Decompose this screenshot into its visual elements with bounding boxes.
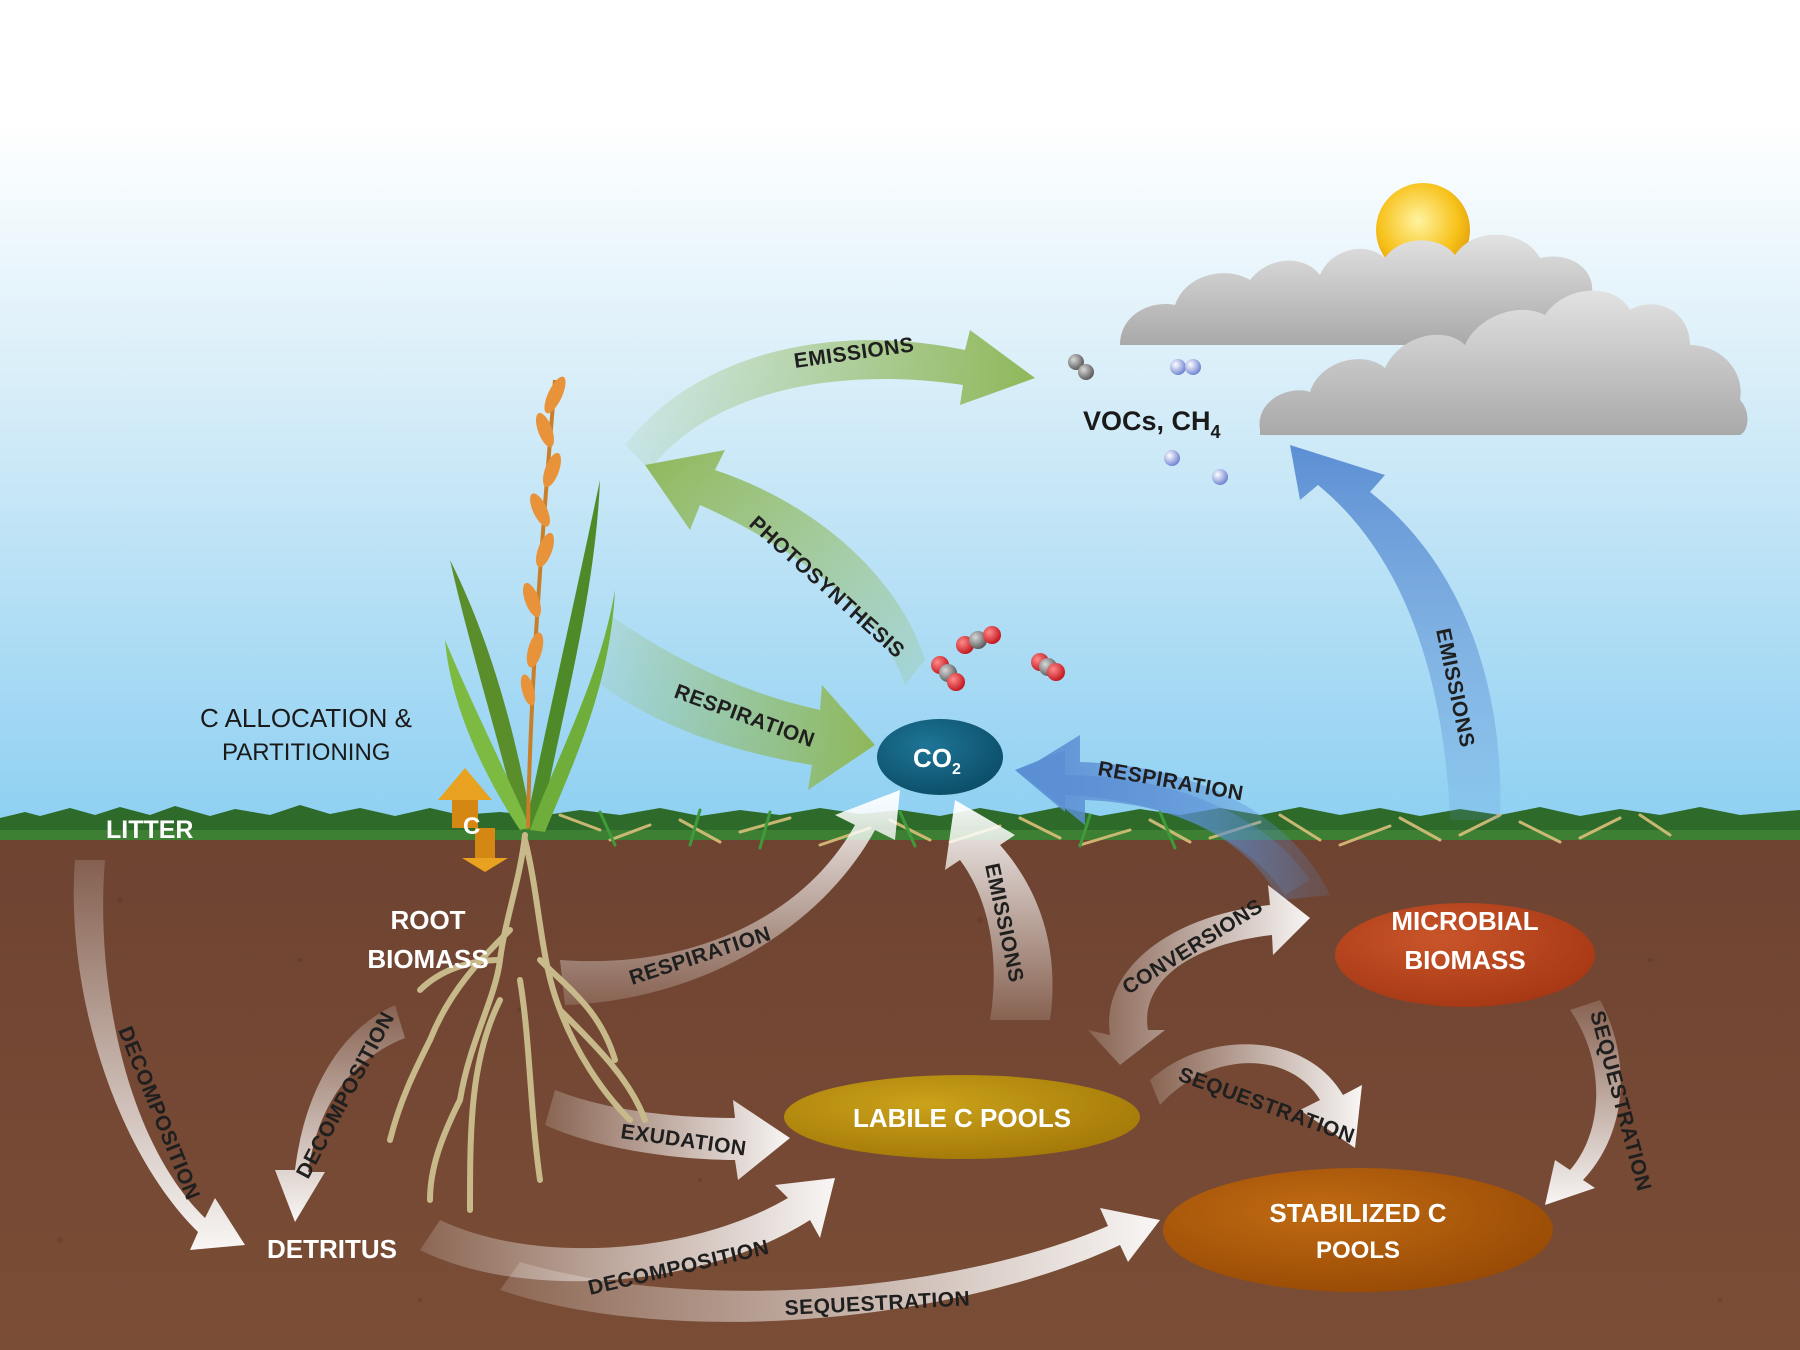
co2-molecules-icon xyxy=(931,626,1065,691)
arrow-decomposition-detritus xyxy=(420,1178,835,1282)
detritus-label: DETRITUS xyxy=(267,1234,397,1264)
grass-band xyxy=(0,830,1800,840)
green-blades xyxy=(598,808,1177,850)
vocs-label: VOCs, CH4 xyxy=(1083,406,1221,442)
plant-icon xyxy=(387,376,648,1213)
arrow-emissions-top xyxy=(625,330,1035,470)
arrow-emissions-right xyxy=(1290,445,1501,820)
root-biomass-label-line2: BIOMASS xyxy=(367,944,488,974)
arrow-photosynthesis xyxy=(645,450,925,685)
arrow-decomposition-litter xyxy=(73,860,246,1250)
arrow-respiration-root xyxy=(560,790,900,1005)
arrow-decomposition-root xyxy=(275,1005,405,1222)
root-biomass-label-line1: ROOT xyxy=(390,905,465,935)
c-allocation-label-line2: PARTITIONING xyxy=(222,739,390,766)
arrow-exudation xyxy=(545,1090,790,1180)
grass-line xyxy=(0,805,1800,838)
stabilized-label-line2: POOLS xyxy=(1316,1237,1400,1264)
arrow-sequestration-labile xyxy=(1150,1044,1362,1148)
labile-pool xyxy=(784,1075,1140,1159)
voc-molecules-icon xyxy=(1068,354,1228,485)
stabilized-pool xyxy=(1163,1168,1553,1292)
microbial-biomass-pool xyxy=(1335,903,1595,1007)
arrow-emissions-soil xyxy=(945,800,1053,1020)
microbial-label-line2: BIOMASS xyxy=(1404,945,1525,975)
microbial-label-line1: MICROBIAL xyxy=(1391,906,1538,936)
arrow-sequestration-detritus xyxy=(500,1208,1160,1322)
co2-label: CO2 xyxy=(913,743,961,778)
litter-label: LITTER xyxy=(106,816,194,844)
arrow-sequestration-microbial xyxy=(1545,1000,1621,1205)
co2-pool xyxy=(877,719,1003,795)
labile-label: LABILE C POOLS xyxy=(853,1103,1071,1133)
c-allocation-label-line1: C ALLOCATION & xyxy=(200,703,412,733)
arrow-respiration-microbial xyxy=(1015,735,1330,900)
arrow-conversions xyxy=(1088,885,1310,1065)
stabilized-label-line1: STABILIZED C xyxy=(1269,1198,1446,1228)
c-marker-label: C xyxy=(463,813,480,840)
c-allocation-arrow xyxy=(438,768,508,872)
cloud-icon xyxy=(1120,234,1748,435)
arrow-respiration-plant xyxy=(595,615,875,790)
